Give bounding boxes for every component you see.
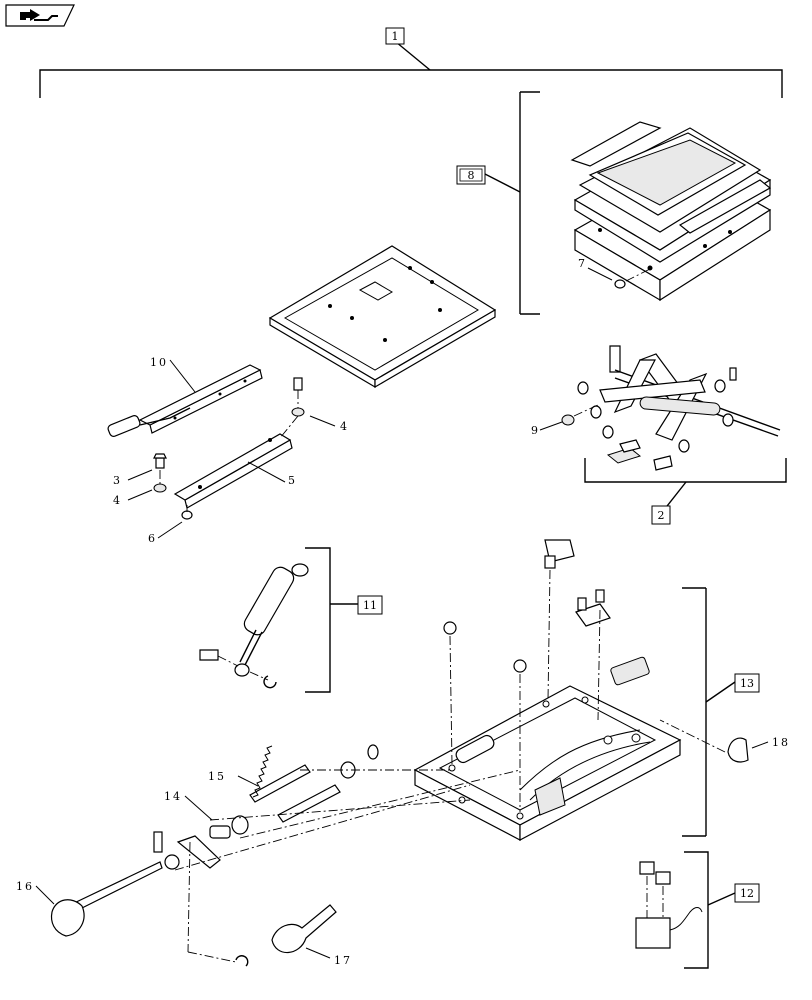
callout-2[interactable]: 2 xyxy=(651,505,671,525)
base-frame xyxy=(413,539,769,841)
svg-text:11: 11 xyxy=(363,599,377,612)
callout-13[interactable]: 13 xyxy=(734,673,760,693)
slide-rail xyxy=(127,377,336,539)
callout-8[interactable]: 8 xyxy=(456,165,486,185)
slide-rail-lever xyxy=(107,359,263,437)
callout-5[interactable]: 5 xyxy=(288,474,297,487)
svg-text:13: 13 xyxy=(740,677,754,690)
height-adjust-lever xyxy=(35,744,521,967)
callout-4-upper[interactable]: 4 xyxy=(340,420,349,433)
folder-arrow-icon[interactable] xyxy=(5,4,75,27)
scissor-mechanism xyxy=(539,345,787,516)
svg-text:8: 8 xyxy=(468,169,475,182)
callout-12[interactable]: 12 xyxy=(734,883,760,903)
assembly-bracket-1 xyxy=(39,41,783,98)
svg-text:1: 1 xyxy=(392,30,399,43)
callout-15[interactable]: 15 xyxy=(208,770,226,783)
callout-17[interactable]: 17 xyxy=(334,954,352,967)
callout-6[interactable]: 6 xyxy=(148,532,157,545)
callout-11[interactable]: 11 xyxy=(357,595,383,615)
callout-10[interactable]: 10 xyxy=(150,356,168,369)
seat-cushion xyxy=(484,91,772,315)
svg-text:12: 12 xyxy=(740,887,754,900)
callout-9[interactable]: 9 xyxy=(531,424,540,437)
callout-16[interactable]: 16 xyxy=(16,880,34,893)
callout-18[interactable]: 18 xyxy=(772,736,790,749)
screw-7 xyxy=(587,267,653,289)
gas-spring xyxy=(199,547,358,693)
callout-7[interactable]: 7 xyxy=(578,257,587,270)
callout-1[interactable]: 1 xyxy=(385,27,405,45)
latch-assembly xyxy=(635,851,736,969)
callout-14[interactable]: 14 xyxy=(164,790,182,803)
svg-text:2: 2 xyxy=(658,509,665,522)
seat-pan-plate xyxy=(268,245,497,389)
callout-3[interactable]: 3 xyxy=(113,474,122,487)
callout-4-lower[interactable]: 4 xyxy=(113,494,122,507)
